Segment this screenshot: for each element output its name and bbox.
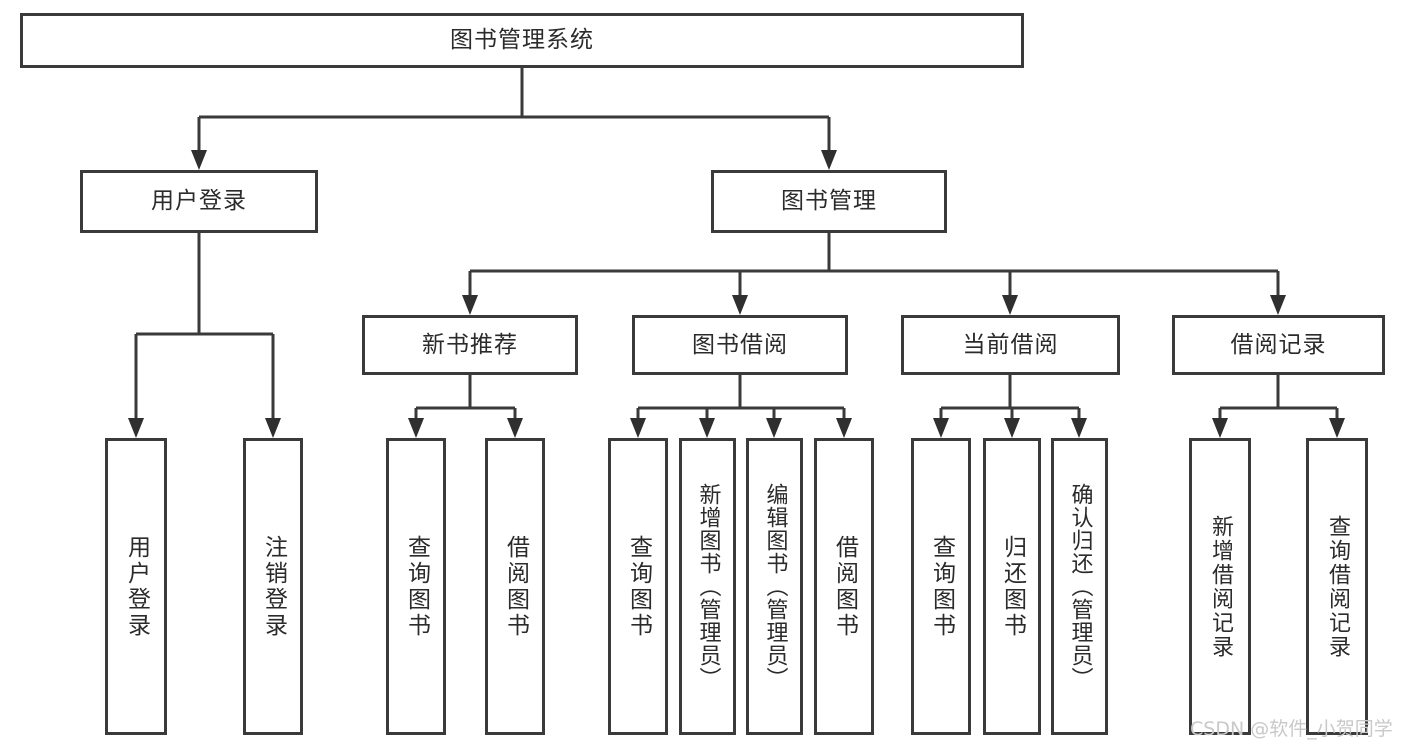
leaf-edit-book-admin-label: 编辑图书（管理员） [762, 483, 788, 690]
node-book-borrow[interactable]: 图书借阅 [632, 315, 848, 375]
leaf-add-record[interactable]: 新增借阅记录 [1189, 438, 1251, 735]
leaf-borrow-book-2[interactable]: 借阅图书 [814, 438, 874, 735]
node-user-login[interactable]: 用户登录 [80, 170, 318, 233]
node-root-label: 图书管理系统 [450, 27, 594, 53]
leaf-query-book-3-label: 查询图书 [928, 534, 955, 639]
leaf-query-book-2[interactable]: 查询图书 [608, 438, 668, 735]
leaf-query-book-1[interactable]: 查询图书 [386, 438, 446, 735]
leaf-query-book-2-label: 查询图书 [625, 534, 652, 639]
node-book-management-label: 图书管理 [781, 188, 877, 214]
edge-bookborrow-to-leaves [630, 375, 852, 438]
edge-currentborrow-to-leaves [933, 375, 1087, 438]
node-borrow-record[interactable]: 借阅记录 [1172, 315, 1385, 375]
leaf-user-login-label: 用户登录 [123, 534, 150, 639]
leaf-user-login[interactable]: 用户登录 [105, 438, 167, 735]
node-borrow-record-label: 借阅记录 [1230, 331, 1327, 358]
node-new-book-recommend[interactable]: 新书推荐 [362, 315, 578, 375]
leaf-return-book[interactable]: 归还图书 [983, 438, 1041, 735]
leaf-query-record-label: 查询借阅记录 [1325, 514, 1350, 659]
edge-borrowrecord-to-leaves [1212, 375, 1345, 438]
leaf-borrow-book-2-label: 借阅图书 [831, 534, 858, 639]
leaf-confirm-return-admin-label: 确认归还（管理员） [1067, 483, 1093, 690]
leaf-query-book-3[interactable]: 查询图书 [911, 438, 971, 735]
leaf-user-logout[interactable]: 注销登录 [243, 438, 303, 735]
edge-root-to-level2 [191, 68, 837, 170]
leaf-add-book-admin-label: 新增图书（管理员） [695, 483, 721, 690]
leaf-borrow-book-1[interactable]: 借阅图书 [485, 438, 545, 735]
leaf-return-book-label: 归还图书 [999, 534, 1026, 639]
leaf-edit-book-admin[interactable]: 编辑图书（管理员） [746, 438, 803, 735]
leaf-query-record[interactable]: 查询借阅记录 [1306, 438, 1368, 735]
leaf-borrow-book-1-label: 借阅图书 [502, 534, 529, 639]
edge-bookmgmt-to-level3 [462, 233, 1286, 315]
node-new-book-recommend-label: 新书推荐 [422, 331, 518, 358]
node-root[interactable]: 图书管理系统 [20, 13, 1024, 68]
node-current-borrow[interactable]: 当前借阅 [901, 315, 1120, 375]
leaf-user-logout-label: 注销登录 [260, 534, 287, 639]
leaf-add-record-label: 新增借阅记录 [1208, 514, 1233, 659]
leaf-add-book-admin[interactable]: 新增图书（管理员） [679, 438, 736, 735]
edge-newbook-to-leaves [408, 375, 523, 438]
edge-userlogin-to-leaves [128, 233, 281, 438]
node-user-login-label: 用户登录 [151, 188, 247, 214]
csdn-watermark: CSDN @软件_小贺同学 [1190, 718, 1393, 740]
leaf-confirm-return-admin[interactable]: 确认归还（管理员） [1051, 438, 1108, 735]
node-current-borrow-label: 当前借阅 [962, 331, 1059, 358]
node-book-borrow-label: 图书借阅 [692, 331, 788, 358]
leaf-query-book-1-label: 查询图书 [403, 534, 430, 639]
node-book-management[interactable]: 图书管理 [711, 170, 947, 233]
